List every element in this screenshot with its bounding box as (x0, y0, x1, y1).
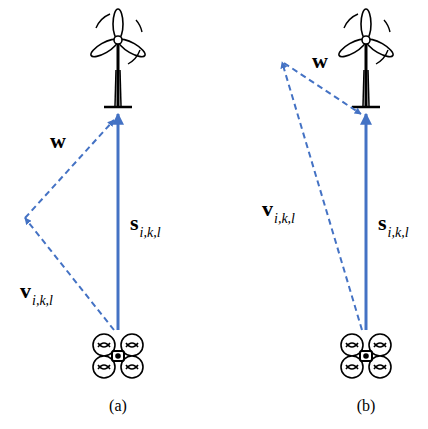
vector-w (25, 120, 114, 218)
vector-s (365, 114, 368, 330)
vector-label: w (50, 130, 66, 152)
vector-label: w (312, 50, 328, 72)
vector-label: v (20, 280, 31, 302)
subscript-label: i,k,l (32, 294, 53, 308)
vector-label: s (130, 212, 139, 234)
vector-s (117, 114, 120, 330)
subscript-label: i,k,l (140, 226, 161, 240)
vector-v (25, 218, 114, 330)
drone-icon (341, 334, 391, 378)
subscript-label: i,k,l (388, 226, 409, 240)
panel-caption: (a) (109, 398, 127, 414)
wind-turbine (337, 9, 396, 107)
panel-caption: (b) (357, 398, 376, 414)
vector-label: s (378, 212, 387, 234)
drone-icon (93, 334, 143, 378)
subscript-label: i,k,l (274, 212, 295, 226)
wind-turbine (89, 9, 148, 107)
vector-label: v (262, 198, 273, 220)
vector-v (282, 62, 362, 330)
